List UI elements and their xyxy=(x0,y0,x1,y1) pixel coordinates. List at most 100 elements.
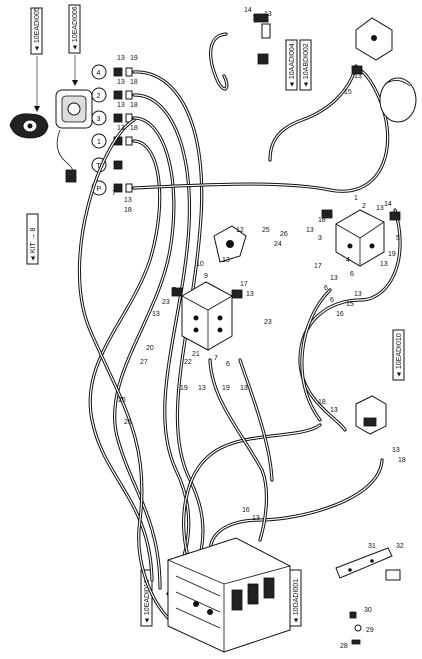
svg-text:◄ 10AADI004: ◄ 10AADI004 xyxy=(289,43,296,88)
svg-text:◄ 10DADI001: ◄ 10DADI001 xyxy=(293,579,300,624)
svg-text:16: 16 xyxy=(336,311,344,318)
svg-text:13: 13 xyxy=(240,385,248,392)
svg-text:17: 17 xyxy=(314,263,322,270)
svg-text:19: 19 xyxy=(222,385,230,392)
svg-text:15: 15 xyxy=(346,301,354,308)
svg-text:25: 25 xyxy=(118,397,126,404)
svg-text:13: 13 xyxy=(392,447,400,454)
svg-text:13: 13 xyxy=(354,73,362,80)
svg-text:2: 2 xyxy=(362,203,366,210)
svg-text:18: 18 xyxy=(130,125,138,132)
svg-text:14: 14 xyxy=(244,7,252,14)
center-manifold xyxy=(171,281,243,351)
svg-text:26: 26 xyxy=(124,419,132,426)
port-circle-4: 4 xyxy=(91,64,107,80)
svg-text:17: 17 xyxy=(240,281,248,288)
directional-valve-block xyxy=(321,209,401,267)
svg-text:23: 23 xyxy=(162,299,170,306)
svg-text:28: 28 xyxy=(340,643,348,650)
svg-text:13: 13 xyxy=(252,15,260,22)
svg-text:◄ 10EADI010: ◄ 10EADI010 xyxy=(396,333,403,378)
svg-text:7: 7 xyxy=(112,190,116,197)
ref-box-10abdi002: ◄ 10ABDI002 xyxy=(299,39,312,91)
hose-bundle xyxy=(77,32,402,622)
swivel-fittings-top xyxy=(253,13,271,65)
svg-text:4: 4 xyxy=(346,257,350,264)
svg-text:25: 25 xyxy=(262,227,270,234)
svg-text:32: 32 xyxy=(396,543,404,550)
ref-box-10eadi010-left: ◄ 10EADI010 xyxy=(140,569,153,627)
ref-box-10eadi010-right: ◄ 10EADI010 xyxy=(392,329,405,381)
svg-text:13: 13 xyxy=(124,197,132,204)
svg-text:13: 13 xyxy=(354,291,362,298)
svg-text:18: 18 xyxy=(124,207,132,214)
svg-text:6: 6 xyxy=(226,361,230,368)
svg-text:19: 19 xyxy=(180,385,188,392)
svg-text:1: 1 xyxy=(97,139,101,146)
actuator-unit xyxy=(55,89,93,183)
svg-text:18: 18 xyxy=(130,79,138,86)
svg-text:◄ 10EADI010: ◄ 10EADI010 xyxy=(144,579,151,624)
port-fittings xyxy=(113,67,133,193)
svg-text:7: 7 xyxy=(214,355,218,362)
svg-text:13: 13 xyxy=(376,205,384,212)
svg-text:22: 22 xyxy=(184,359,192,366)
svg-text:T: T xyxy=(97,163,102,170)
svg-text:◄ 10ABDI002: ◄ 10ABDI002 xyxy=(303,43,310,88)
svg-text:3: 3 xyxy=(318,235,322,242)
svg-text:27: 27 xyxy=(140,359,148,366)
ref-box-10aadi004: ◄ 10AADI004 xyxy=(285,39,298,91)
svg-text:◄ 10EADI005: ◄ 10EADI005 xyxy=(34,7,41,52)
fastener-set xyxy=(349,611,362,645)
svg-text:6: 6 xyxy=(350,271,354,278)
svg-text:18: 18 xyxy=(130,102,138,109)
svg-text:26: 26 xyxy=(280,231,288,238)
svg-text:13: 13 xyxy=(117,125,125,132)
svg-text:◄ KIT → 8: ◄ KIT → 8 xyxy=(30,227,37,262)
svg-text:31: 31 xyxy=(368,543,376,550)
svg-text:18: 18 xyxy=(318,217,326,224)
svg-text:23: 23 xyxy=(264,319,272,326)
svg-text:1: 1 xyxy=(354,195,358,202)
svg-text:30: 30 xyxy=(364,607,372,614)
svg-text:9: 9 xyxy=(204,273,208,280)
kit-label: ◄ KIT → 8 xyxy=(26,213,39,265)
accumulator xyxy=(351,17,417,123)
ref-box-10eadi005: ◄ 10EADI005 xyxy=(30,7,43,55)
svg-text:13: 13 xyxy=(117,55,125,62)
pilot-valve xyxy=(9,113,49,139)
svg-text:13: 13 xyxy=(222,257,230,264)
svg-text:13: 13 xyxy=(264,11,272,18)
svg-text:13: 13 xyxy=(330,275,338,282)
svg-text:16: 16 xyxy=(242,507,250,514)
svg-text:13: 13 xyxy=(152,311,160,318)
svg-text:19: 19 xyxy=(388,251,396,258)
svg-text:2: 2 xyxy=(97,93,101,100)
svg-text:12: 12 xyxy=(236,227,244,234)
svg-text:13: 13 xyxy=(252,515,260,522)
svg-text:13: 13 xyxy=(306,227,314,234)
port-circle-1: 1 xyxy=(91,133,107,149)
svg-text:◄ 10EADI006: ◄ 10EADI006 xyxy=(72,6,79,51)
svg-text:13: 13 xyxy=(198,385,206,392)
svg-text:29: 29 xyxy=(366,627,374,634)
svg-text:13: 13 xyxy=(246,291,254,298)
svg-text:13: 13 xyxy=(330,407,338,414)
svg-text:13: 13 xyxy=(117,102,125,109)
mounting-bracket xyxy=(335,547,401,581)
svg-text:5: 5 xyxy=(396,235,400,242)
svg-text:18: 18 xyxy=(398,457,406,464)
svg-text:10: 10 xyxy=(196,261,204,268)
ref-box-10eadi006: ◄ 10EADI006 xyxy=(68,4,81,54)
svg-text:19: 19 xyxy=(130,55,138,62)
svg-text:20: 20 xyxy=(146,345,154,352)
port-circle-2: 2 xyxy=(91,87,107,103)
callout-labels: 13 13 13 13 18 18 18 19 7 13 18 14 13 13… xyxy=(112,7,406,650)
svg-text:21: 21 xyxy=(192,351,200,358)
svg-text:P: P xyxy=(97,186,102,193)
svg-text:14: 14 xyxy=(384,201,392,208)
svg-text:18: 18 xyxy=(318,399,326,406)
svg-text:24: 24 xyxy=(274,241,282,248)
control-valve-bank xyxy=(167,537,291,653)
